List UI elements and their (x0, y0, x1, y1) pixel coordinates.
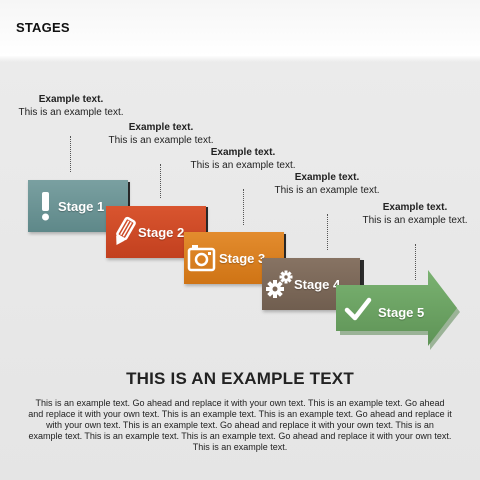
stage-5-label: Stage 5 (378, 305, 425, 320)
gears-icon (264, 268, 293, 300)
callout-connector-3 (243, 189, 244, 225)
callout-heading: Example text. (382, 202, 448, 213)
main-heading: THIS IS AN EXAMPLE TEXT (126, 369, 354, 388)
callout-body: This is an example text. (362, 214, 468, 226)
callout-connector-1 (70, 136, 71, 172)
callout-body: This is an example text. (190, 159, 296, 171)
callout-connector-2 (160, 164, 161, 198)
callout-heading: Example text. (128, 122, 194, 133)
callout-connector-5 (415, 244, 416, 280)
callout-stage-2: Example text. This is an example text. (106, 122, 216, 147)
page-title: STAGES (16, 20, 70, 35)
callout-body: This is an example text. (18, 106, 124, 118)
body-paragraph: This is an example text. Go ahead and re… (28, 398, 452, 452)
callout-heading: Example text. (210, 147, 276, 158)
callout-heading: Example text. (38, 94, 104, 105)
stage-label: Stage 2 (138, 224, 185, 240)
stage-label: Stage 4 (294, 276, 341, 292)
callout-stage-5: Example text. This is an example text. (360, 202, 470, 227)
callout-stage-4: Example text. This is an example text. (272, 172, 382, 197)
callout-stage-1: Example text. This is an example text. (16, 94, 126, 119)
callout-heading: Example text. (294, 172, 360, 183)
stage-label: Stage 1 (58, 198, 105, 214)
camera-icon (187, 242, 216, 274)
exclamation-icon (32, 190, 60, 222)
callout-body: This is an example text. (274, 184, 380, 196)
checkmark-icon (344, 293, 372, 325)
stage-5-arrow (336, 270, 460, 350)
callout-body: This is an example text. (108, 134, 214, 146)
callout-connector-4 (327, 214, 328, 250)
header-bar: STAGES (0, 0, 480, 56)
callout-stage-3: Example text. This is an example text. (188, 147, 298, 172)
stage-label: Stage 3 (219, 250, 266, 266)
pencil-icon (110, 216, 138, 248)
